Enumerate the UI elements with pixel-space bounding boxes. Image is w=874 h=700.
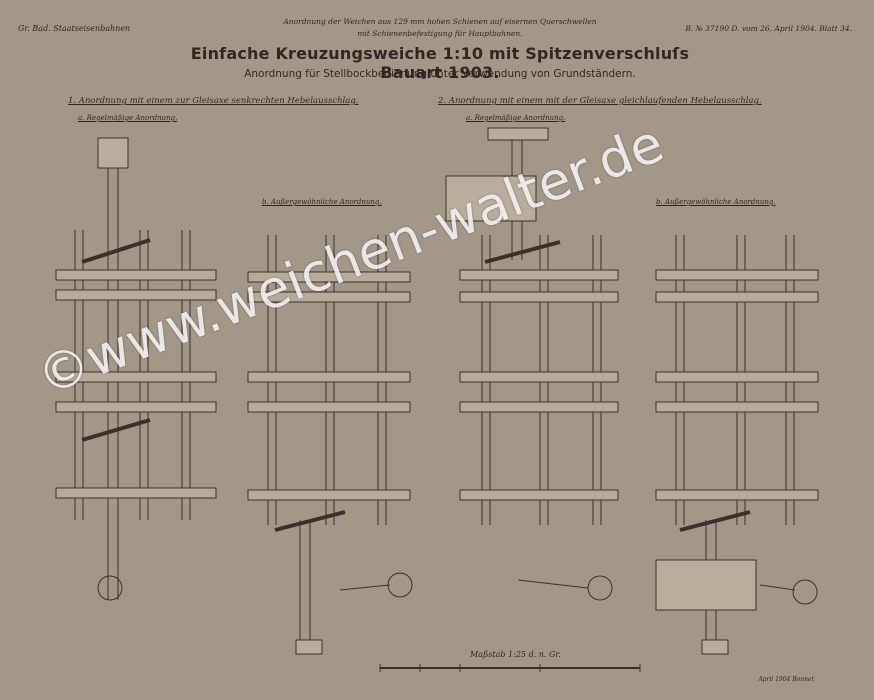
description-line-1: Anordnung der Weichen aus 129 mm hohen S… [283, 17, 597, 26]
section-2a-label: a. Regelmäßige Anordnung. [466, 114, 566, 122]
drawing-title: Einfache Kreuzungsweiche 1:10 mit Spitze… [190, 44, 690, 82]
switch-drawing-1b [247, 235, 413, 655]
scale-label: Maßstab 1:25 d. n. Gr. [470, 650, 561, 659]
section-2b-label: b. Außergewöhnliche Anordnung. [656, 198, 776, 206]
drawing-subtitle: Anordnung für Stellbockbedienung unter V… [244, 68, 636, 80]
switch-drawing-2b [655, 235, 819, 655]
drawing-description: Anordnung der Weichen aus 129 mm hohen S… [250, 16, 630, 40]
section-1b-label: b. Außergewöhnliche Anordnung. [262, 198, 382, 206]
switch-drawing-2a [445, 127, 619, 601]
switch-drawing-1a [55, 137, 217, 601]
scale-bar [379, 664, 641, 672]
railway-administration: Gr. Bad. Staatseisenbahnen [18, 24, 131, 33]
sheet-number: B. № 37190 D. vom 26. April 1904. Blatt … [685, 24, 852, 33]
section-2-label: 2. Anordnung mit einem mit der Gleisaxe … [438, 96, 762, 106]
section-1-label: 1. Anordnung mit einem zur Gleisaxe senk… [68, 96, 359, 106]
description-line-2: mit Schienenbefestigung für Hauptbahnen. [357, 29, 523, 38]
section-1a-label: a. Regelmäßige Anordnung. [78, 114, 178, 122]
signature: April 1904 Bonnet [758, 676, 814, 683]
